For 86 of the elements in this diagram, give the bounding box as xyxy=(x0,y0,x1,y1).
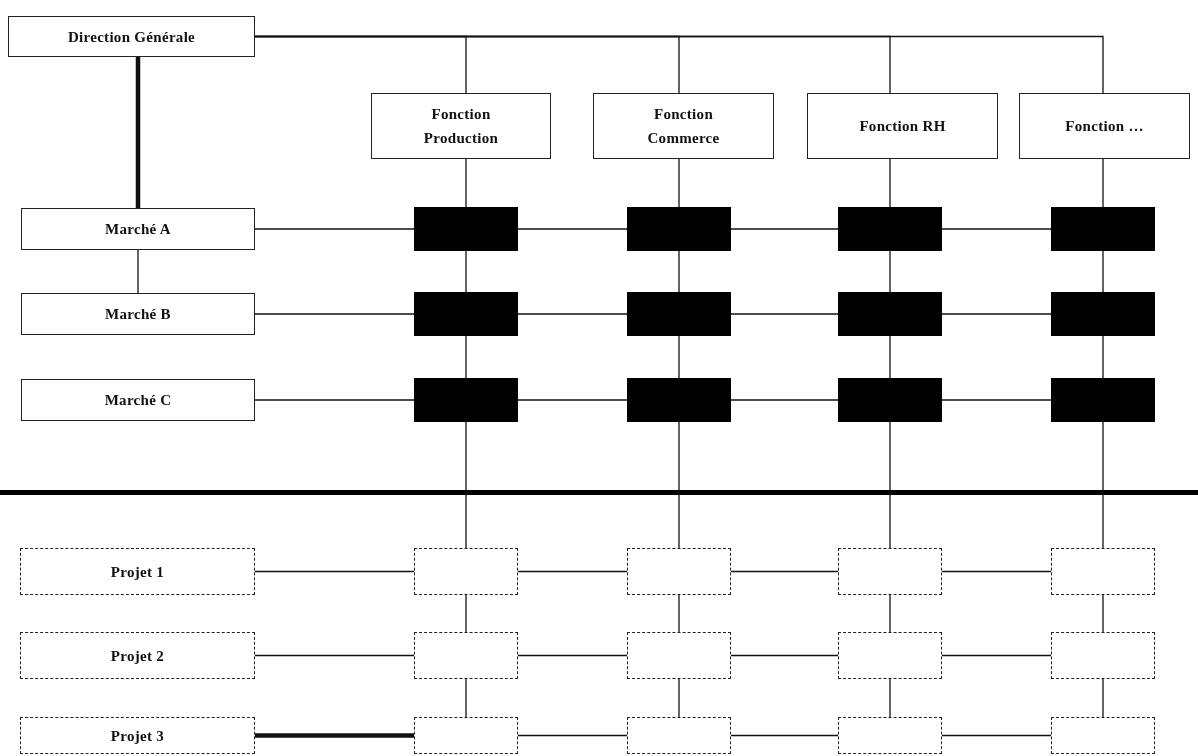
connector-line xyxy=(678,250,680,293)
connector-line xyxy=(517,654,628,657)
connector-line xyxy=(941,654,1052,657)
dashed-box xyxy=(414,717,518,754)
connector-line xyxy=(678,335,680,379)
filled-block xyxy=(838,378,942,422)
dashed-box xyxy=(838,632,942,679)
connector-line xyxy=(1102,678,1104,718)
connector-line xyxy=(254,313,415,315)
connector-line xyxy=(255,733,414,738)
dashed-box xyxy=(1051,632,1155,679)
function-box: Fonction Commerce xyxy=(593,93,774,159)
filled-block xyxy=(1051,292,1155,336)
connector-line xyxy=(465,250,467,293)
filled-block xyxy=(838,292,942,336)
connector-line xyxy=(465,335,467,379)
dashed-box xyxy=(627,717,731,754)
connector-line xyxy=(137,249,139,294)
dashed-box xyxy=(627,548,731,595)
connector-line xyxy=(730,734,839,737)
connector-line xyxy=(941,570,1052,573)
connector-line xyxy=(1102,594,1104,633)
connector-line xyxy=(517,228,628,230)
connector-line xyxy=(730,570,839,573)
filled-block xyxy=(1051,207,1155,251)
dashed-box xyxy=(838,717,942,754)
connector-line xyxy=(465,421,467,549)
project-box: Projet 3 xyxy=(20,717,255,754)
dashed-box xyxy=(627,632,731,679)
project-box: Projet 1 xyxy=(20,548,255,595)
project-box: Projet 2 xyxy=(20,632,255,679)
filled-block xyxy=(627,292,731,336)
filled-block xyxy=(414,292,518,336)
connector-line xyxy=(730,399,839,401)
top-box: Direction Générale xyxy=(8,16,255,57)
connector-line xyxy=(730,313,839,315)
connector-line xyxy=(730,228,839,230)
connector-line xyxy=(889,421,891,549)
dashed-box xyxy=(414,632,518,679)
connector-line xyxy=(941,228,1052,230)
connector-line xyxy=(941,734,1052,737)
function-box: Fonction … xyxy=(1019,93,1190,159)
connector-line xyxy=(517,734,628,737)
connector-line xyxy=(889,335,891,379)
connector-line xyxy=(254,228,415,230)
filled-block xyxy=(414,378,518,422)
connector-line xyxy=(254,570,415,573)
connector-line xyxy=(135,57,141,208)
connector-line xyxy=(1102,335,1104,379)
connector-line xyxy=(678,421,680,549)
dashed-box xyxy=(838,548,942,595)
connector-line xyxy=(678,158,680,208)
connector-line xyxy=(517,399,628,401)
filled-block xyxy=(414,207,518,251)
connector-line xyxy=(941,313,1052,315)
connector-line xyxy=(941,399,1052,401)
filled-block xyxy=(1051,378,1155,422)
connector-line xyxy=(678,594,680,633)
connector-line xyxy=(1102,250,1104,293)
connector-line xyxy=(254,35,1104,94)
connector-line xyxy=(889,594,891,633)
connector-line xyxy=(1102,158,1104,208)
market-box: Marché A xyxy=(21,208,255,250)
connector-line xyxy=(254,399,415,401)
connector-line xyxy=(465,678,467,718)
connector-line xyxy=(678,678,680,718)
filled-block xyxy=(627,207,731,251)
market-box: Marché C xyxy=(21,379,255,421)
filled-block xyxy=(838,207,942,251)
filled-block xyxy=(627,378,731,422)
connector-line xyxy=(517,570,628,573)
connector-line xyxy=(889,158,891,208)
connector-line xyxy=(889,678,891,718)
connector-line xyxy=(465,594,467,633)
connector-line xyxy=(517,313,628,315)
connector-line xyxy=(465,158,467,208)
connector-line xyxy=(254,654,415,657)
dashed-box xyxy=(414,548,518,595)
dashed-box xyxy=(1051,717,1155,754)
dashed-box xyxy=(1051,548,1155,595)
connector-line xyxy=(1102,421,1104,549)
connector-line xyxy=(889,250,891,293)
function-box: Fonction Production xyxy=(371,93,551,159)
function-box: Fonction RH xyxy=(807,93,998,159)
market-box: Marché B xyxy=(21,293,255,335)
connector-line xyxy=(730,654,839,657)
